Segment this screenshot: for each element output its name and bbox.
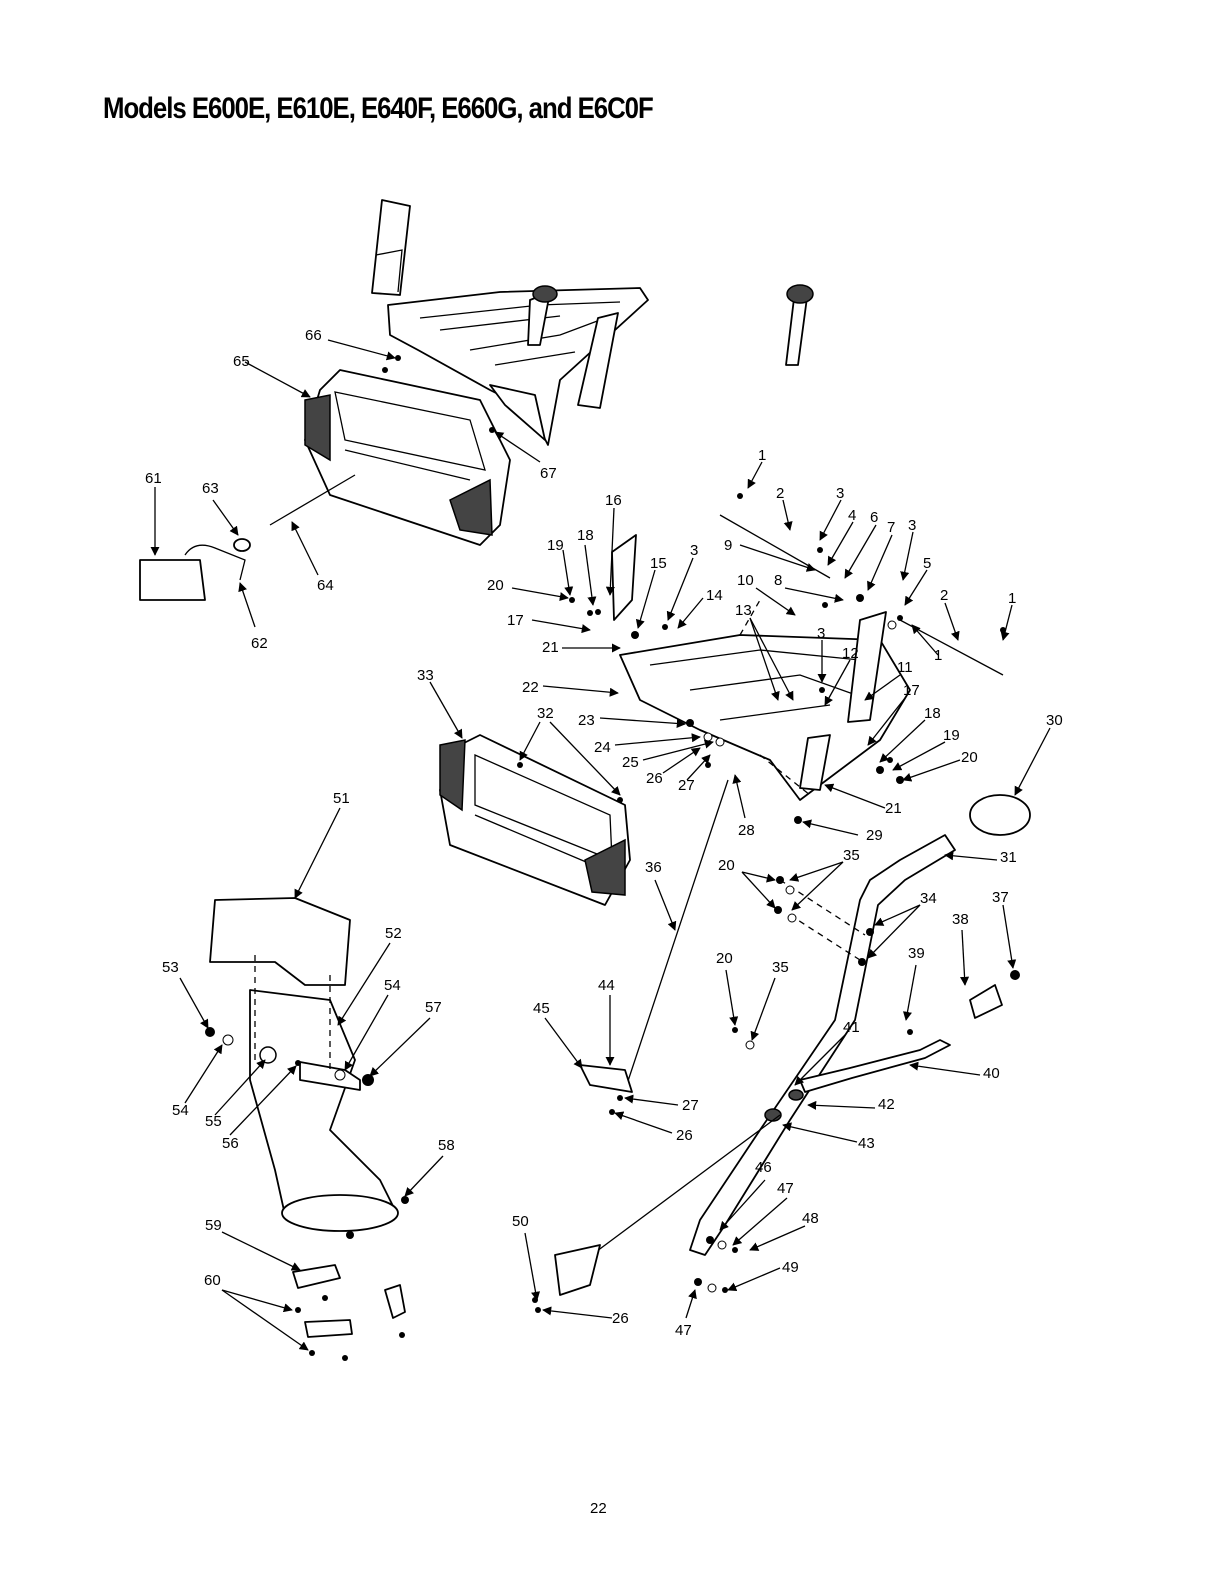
callout-1: 1 [1008, 590, 1016, 607]
callout-26: 26 [612, 1310, 629, 1327]
callout-62: 62 [251, 635, 268, 652]
callout-29: 29 [866, 827, 883, 844]
callout-11: 11 [897, 659, 913, 676]
callout-64: 64 [317, 577, 334, 594]
callout-1: 1 [758, 447, 766, 464]
callout-31: 31 [1000, 849, 1017, 866]
callout-53: 53 [162, 959, 179, 976]
callout-3: 3 [817, 625, 825, 642]
callout-27: 27 [678, 777, 695, 794]
callout-19: 19 [943, 727, 960, 744]
callout-58: 58 [438, 1137, 455, 1154]
callout-59: 59 [205, 1217, 222, 1234]
callout-67: 67 [540, 465, 557, 482]
callout-3: 3 [690, 542, 698, 559]
callout-35: 35 [772, 959, 789, 976]
upper-dash-panel [305, 370, 510, 545]
callout-17: 17 [507, 612, 524, 629]
callout-52: 52 [385, 925, 402, 942]
callout-55: 55 [205, 1113, 222, 1130]
callout-12: 12 [842, 645, 859, 662]
callout-8: 8 [774, 572, 782, 589]
callout-7: 7 [887, 519, 895, 536]
page-number: 22 [590, 1500, 607, 1517]
callout-65: 65 [233, 353, 250, 370]
callout-15: 15 [650, 555, 667, 572]
callout-3: 3 [836, 485, 844, 502]
callout-49: 49 [782, 1259, 799, 1276]
callout-34: 34 [920, 890, 937, 907]
lower-dash-panel [440, 735, 630, 905]
callout-47: 47 [675, 1322, 692, 1339]
callout-6: 6 [870, 509, 878, 526]
callout-61: 61 [145, 470, 162, 487]
callout-33: 33 [417, 667, 434, 684]
callout-3: 3 [908, 517, 916, 534]
callout-4: 4 [848, 507, 856, 524]
callout-22: 22 [522, 679, 539, 696]
callout-48: 48 [802, 1210, 819, 1227]
callout-41: 41 [843, 1019, 860, 1036]
callout-13: 13 [735, 602, 752, 619]
callout-44: 44 [598, 977, 615, 994]
handle-bar [690, 835, 1002, 1255]
callout-46: 46 [755, 1159, 772, 1176]
callout-10: 10 [737, 572, 754, 589]
callout-2: 2 [776, 485, 784, 502]
callout-63: 63 [202, 480, 219, 497]
callout-21: 21 [885, 800, 902, 817]
callout-19: 19 [547, 537, 564, 554]
callout-57: 57 [425, 999, 442, 1016]
callout-14: 14 [706, 587, 723, 604]
callout-42: 42 [878, 1096, 895, 1113]
callout-18: 18 [924, 705, 941, 722]
callout-16: 16 [605, 492, 622, 509]
callout-38: 38 [952, 911, 969, 928]
callout-20: 20 [718, 857, 735, 874]
callout-24: 24 [594, 739, 611, 756]
callout-20: 20 [961, 749, 978, 766]
callout-32: 32 [537, 705, 554, 722]
callout-54: 54 [172, 1102, 189, 1119]
callout-25: 25 [622, 754, 639, 771]
callout-5: 5 [923, 555, 931, 572]
callout-45: 45 [533, 1000, 550, 1017]
callout-43: 43 [858, 1135, 875, 1152]
callout-36: 36 [645, 859, 662, 876]
callout-39: 39 [908, 945, 925, 962]
callout-9: 9 [724, 537, 732, 554]
callout-40: 40 [983, 1065, 1000, 1082]
callout-1: 1 [934, 647, 942, 664]
callout-21: 21 [542, 639, 559, 656]
callout-60: 60 [204, 1272, 221, 1289]
callout-66: 66 [305, 327, 322, 344]
callout-51: 51 [333, 790, 350, 807]
callout-37: 37 [992, 889, 1009, 906]
callout-2: 2 [940, 587, 948, 604]
callout-26: 26 [676, 1127, 693, 1144]
callout-23: 23 [578, 712, 595, 729]
callout-20: 20 [487, 577, 504, 594]
callout-28: 28 [738, 822, 755, 839]
callout-30: 30 [1046, 712, 1063, 729]
callout-20: 20 [716, 950, 733, 967]
discharge-chute [210, 898, 398, 1231]
callout-18: 18 [577, 527, 594, 544]
callout-35: 35 [843, 847, 860, 864]
callout-27: 27 [682, 1097, 699, 1114]
callout-17: 17 [903, 682, 920, 699]
callout-54: 54 [384, 977, 401, 994]
callout-56: 56 [222, 1135, 239, 1152]
callout-50: 50 [512, 1213, 529, 1230]
callout-47: 47 [777, 1180, 794, 1197]
callout-26: 26 [646, 770, 663, 787]
